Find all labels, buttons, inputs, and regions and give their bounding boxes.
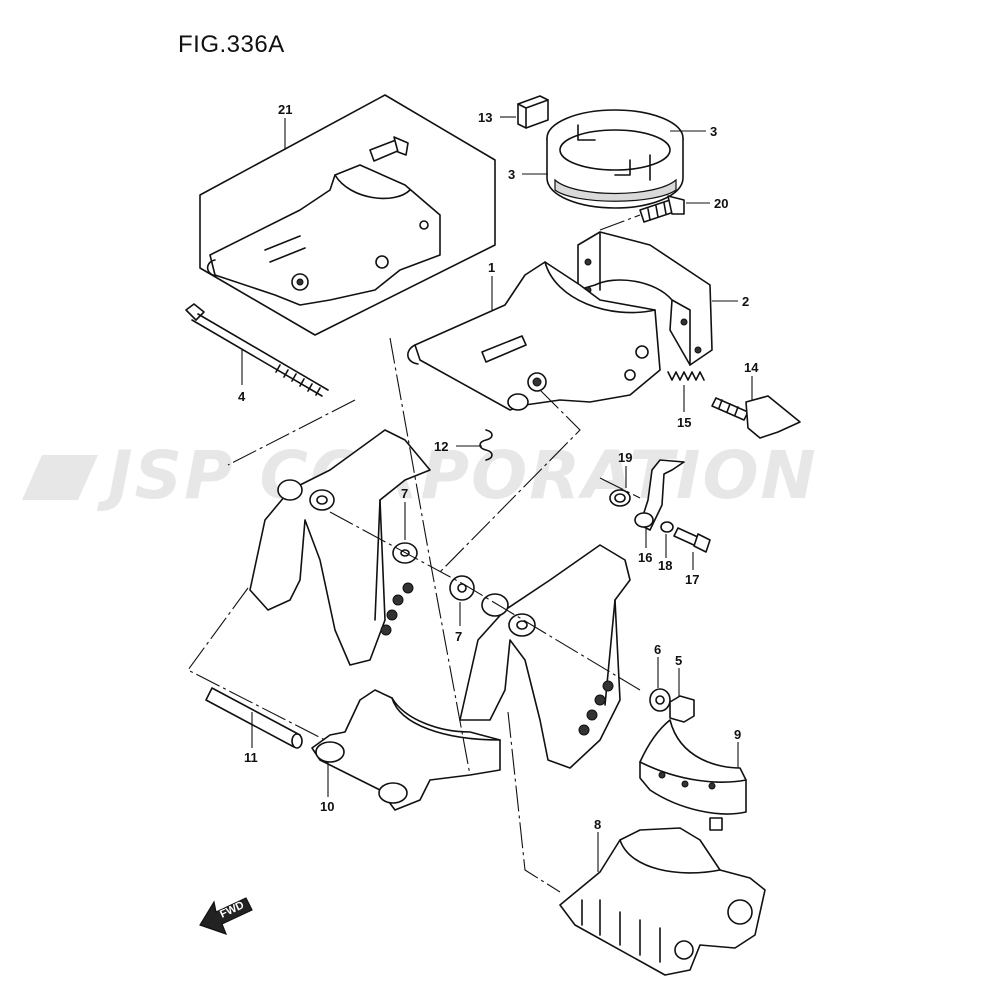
part-12-spring xyxy=(479,429,493,461)
part-18-washer xyxy=(660,521,674,533)
part-10-bracket xyxy=(311,689,501,811)
callout-21: 21 xyxy=(278,102,292,117)
callout-7-upper: 7 xyxy=(401,486,408,501)
callout-11: 11 xyxy=(244,750,258,765)
part-9-curved-plate xyxy=(639,719,747,831)
part-2-clamp xyxy=(577,231,713,366)
callout-4: 4 xyxy=(238,389,246,404)
watermark-text: JSP CORPORATION xyxy=(97,437,818,514)
part-20-bolt xyxy=(639,195,685,223)
leader-lines xyxy=(241,116,753,872)
part-3-bushing xyxy=(546,109,684,209)
part-8-tilt-bracket xyxy=(559,827,766,976)
callout-16: 16 xyxy=(638,550,652,565)
callout-19: 19 xyxy=(618,450,632,465)
callout-3-lower: 3 xyxy=(508,167,515,182)
part-1-swivel-bracket xyxy=(407,261,661,411)
part-14-wing-bolt xyxy=(711,395,801,439)
callout-17: 17 xyxy=(685,572,699,587)
callout-14: 14 xyxy=(744,360,759,375)
fwd-arrow: FWD xyxy=(199,897,253,935)
figure-title: FIG.336A xyxy=(178,31,285,58)
part-6-washer xyxy=(649,688,671,712)
callout-5: 5 xyxy=(675,653,682,668)
callout-20: 20 xyxy=(714,196,728,211)
part-17-bolt xyxy=(673,527,711,553)
watermark: JSP CORPORATION xyxy=(22,437,818,514)
stern-bracket-left xyxy=(249,429,431,666)
callout-2: 2 xyxy=(742,294,749,309)
part-21-clamp-assembly xyxy=(199,94,496,336)
callout-8: 8 xyxy=(594,817,601,832)
callout-10: 10 xyxy=(320,799,334,814)
assembly-lines xyxy=(187,214,641,893)
callout-15: 15 xyxy=(677,415,691,430)
part-19-bushing xyxy=(609,489,631,507)
callout-12: 12 xyxy=(434,439,448,454)
callout-18: 18 xyxy=(658,558,672,573)
stern-bracket-right xyxy=(459,544,631,769)
callout-labels: 21 13 3 3 20 1 2 4 14 15 12 19 7 16 18 1… xyxy=(238,102,759,832)
part-4-through-bolt xyxy=(185,303,329,397)
part-11-pin xyxy=(205,687,303,749)
part-13-pad xyxy=(517,95,549,129)
callout-1: 1 xyxy=(488,260,495,275)
callout-7-lower: 7 xyxy=(455,629,462,644)
part-15-spring xyxy=(667,371,705,381)
callout-6: 6 xyxy=(654,642,661,657)
fwd-arrow-icon xyxy=(199,897,253,935)
callout-9: 9 xyxy=(734,727,741,742)
part-16-tilt-lever xyxy=(634,459,685,531)
part-21-bracket xyxy=(209,164,441,306)
part-21-boundary xyxy=(199,94,496,336)
part-5-nut xyxy=(669,695,695,723)
callout-13: 13 xyxy=(478,110,492,125)
callout-3-upper: 3 xyxy=(710,124,717,139)
part-7-washer-b xyxy=(449,575,475,601)
